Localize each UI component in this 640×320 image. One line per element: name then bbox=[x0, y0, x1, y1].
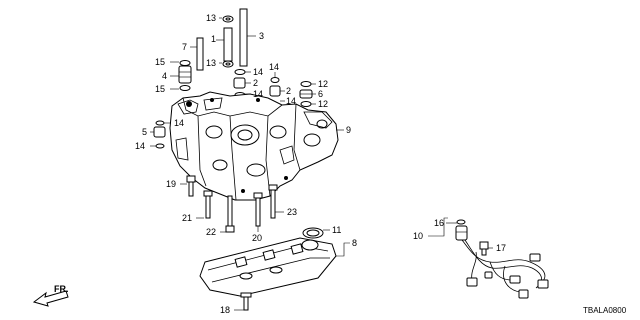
callout-22: 22 bbox=[206, 227, 216, 237]
callout-3: 3 bbox=[259, 31, 264, 41]
callout-6: 6 bbox=[318, 89, 323, 99]
callout-14-a: 14 bbox=[253, 67, 263, 77]
diagram-code: TBALA0800 bbox=[583, 306, 627, 315]
callout-9: 9 bbox=[346, 125, 351, 135]
callout-15-top: 15 bbox=[155, 57, 165, 67]
bolt-part-21 bbox=[203, 190, 213, 219]
front-label: FR. bbox=[54, 284, 69, 294]
bolt-part-18 bbox=[240, 292, 252, 311]
sensor-part-16 bbox=[455, 219, 468, 241]
callout-21: 21 bbox=[182, 213, 192, 223]
bolt-part-20 bbox=[253, 192, 263, 227]
oring-part-14-left-upper bbox=[155, 120, 165, 126]
tube-part-3 bbox=[239, 8, 256, 67]
callout-14-f: 14 bbox=[135, 141, 145, 151]
pipe-part-1 bbox=[216, 27, 233, 62]
callout-19: 19 bbox=[166, 179, 176, 189]
bolt-part-22 bbox=[225, 195, 235, 233]
callout-5: 5 bbox=[142, 127, 147, 137]
oring-part-14-right bbox=[270, 77, 280, 83]
callout-23: 23 bbox=[287, 207, 297, 217]
wire-harness-part-10 bbox=[461, 239, 549, 299]
oring-part-14-upper bbox=[234, 69, 246, 75]
oring-part-13-top bbox=[222, 15, 234, 23]
pin-part-7 bbox=[190, 37, 204, 71]
plug-part-2-a bbox=[233, 77, 246, 89]
callout-18: 18 bbox=[220, 305, 230, 315]
callout-10: 10 bbox=[413, 231, 423, 241]
callout-11: 11 bbox=[332, 225, 341, 235]
callout-1: 1 bbox=[211, 34, 216, 44]
solenoid-part-4 bbox=[178, 60, 192, 91]
seal-part-12-lower bbox=[300, 101, 312, 107]
clip-part-17 bbox=[479, 241, 489, 256]
callout-15-lower: 15 bbox=[155, 84, 165, 94]
bolt-part-23 bbox=[268, 184, 278, 219]
callout-7: 7 bbox=[182, 42, 187, 52]
callout-14-d: 14 bbox=[286, 96, 296, 106]
valve-part-5 bbox=[153, 126, 166, 138]
bolt-part-19 bbox=[186, 175, 196, 197]
callout-20: 20 bbox=[252, 233, 262, 243]
seal-part-11 bbox=[302, 227, 324, 239]
callout-16: 16 bbox=[434, 218, 444, 228]
leader-lines bbox=[150, 17, 493, 311]
callout-12-a: 12 bbox=[318, 79, 328, 89]
screen-part-6 bbox=[299, 89, 313, 99]
callout-8: 8 bbox=[352, 238, 357, 248]
callout-2-b: 2 bbox=[286, 86, 291, 96]
callout-14-c: 14 bbox=[269, 62, 279, 72]
oring-part-13-lower bbox=[222, 60, 234, 68]
plug-part-2-b bbox=[269, 85, 281, 97]
callout-13-lower: 13 bbox=[206, 58, 216, 68]
callout-4: 4 bbox=[162, 71, 167, 81]
valve-body-assembly bbox=[169, 91, 339, 201]
callout-labels: 13 1 3 7 13 15 4 15 14 2 14 14 2 14 12 6… bbox=[135, 13, 506, 315]
callout-13-top: 13 bbox=[206, 13, 216, 23]
seal-part-12-upper bbox=[300, 81, 312, 87]
callout-17: 17 bbox=[496, 243, 506, 253]
callout-14-e: 14 bbox=[174, 118, 184, 128]
callout-12-b: 12 bbox=[318, 99, 328, 109]
callout-2-a: 2 bbox=[253, 78, 258, 88]
strainer-part-8 bbox=[199, 237, 337, 297]
oring-part-14-left-lower bbox=[155, 143, 165, 149]
callout-14-b: 14 bbox=[253, 89, 263, 99]
front-direction-arrow: FR. bbox=[32, 284, 69, 307]
